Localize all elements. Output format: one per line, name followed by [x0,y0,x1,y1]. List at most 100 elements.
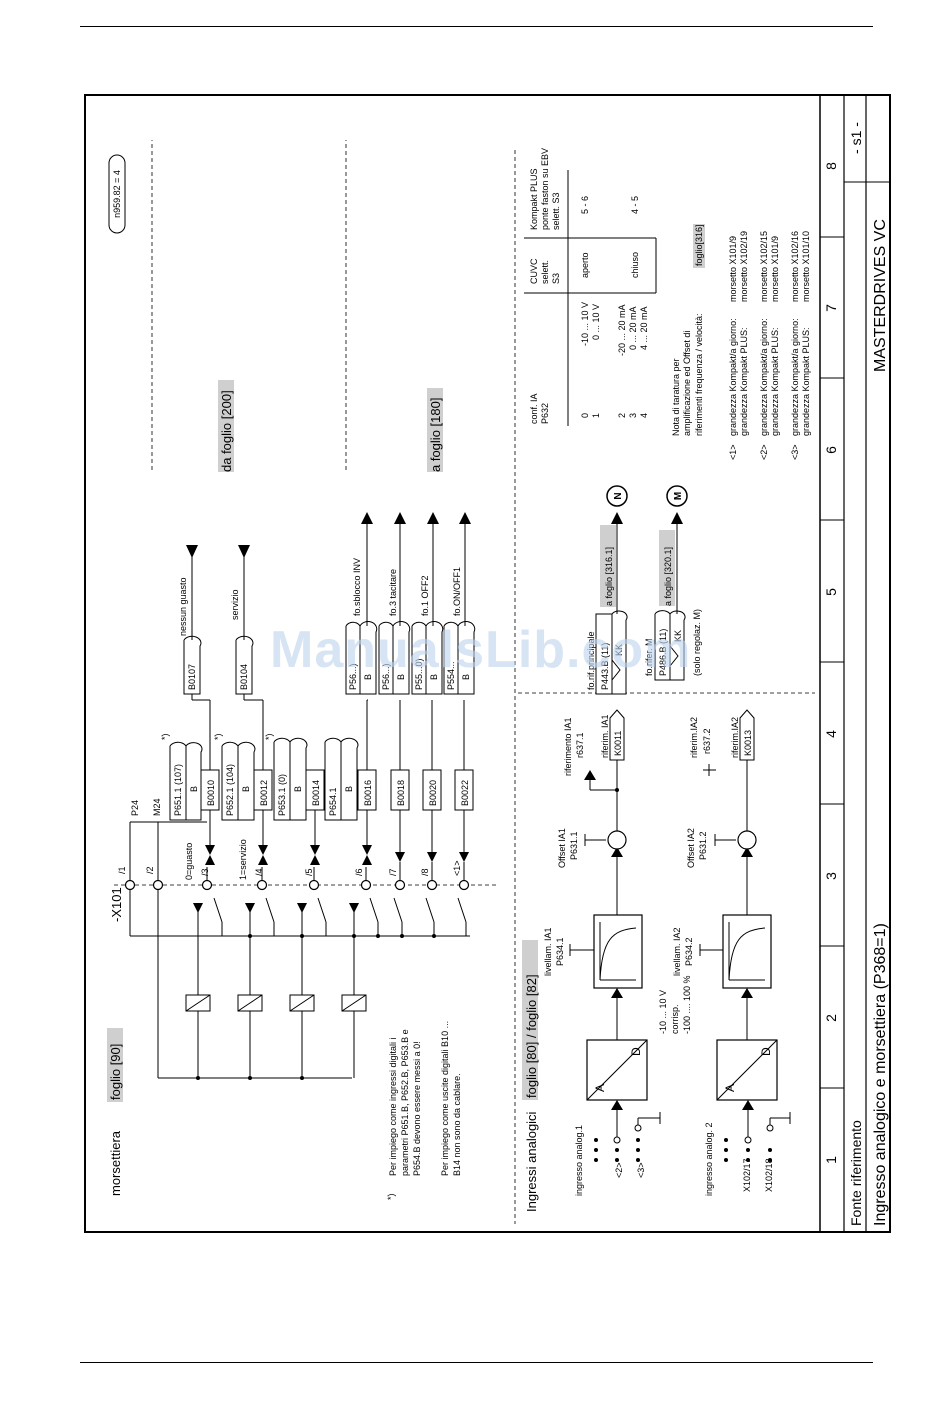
size1-tag: <1> [728,444,738,460]
th-conf-2: P632 [540,403,550,424]
size2-l1: grandezza Kompakt/a giorno: [759,318,769,436]
symbol-m: M [673,492,684,500]
rif1-name: riferimento IA1 [563,717,573,776]
th-cuvc-3: S3 [551,273,561,284]
param-p651-star: *) [160,733,170,740]
size1-l1: grandezza Kompakt/a giorno: [728,318,738,436]
note-tar-ref: foglio[316] [694,224,704,266]
out-nessun-guasto: nessun guasto [178,577,188,636]
ain1-term-2: <2> [614,1162,624,1178]
fo-main-sheet-ref: a foglio [316.1] [604,547,614,606]
tr0-c2: aperto [580,252,590,278]
ain2-label: ingresso analog. 2 [704,1122,714,1196]
pin-6: /6 [354,868,364,876]
lev2-param: P634.2 [684,937,694,966]
fo-m-sheet-ref: a foglio [320.1] [663,547,673,606]
tr2-c3: 4 - 5 [630,196,640,214]
size3-tag: <3> [790,444,800,460]
to-sheet-ref: a foglio [180] [428,398,443,472]
th-conf-1: conf. IA [529,393,539,424]
fo-param-1: P56...) [348,663,358,690]
rif2-name: riferim.IA2 [689,717,699,758]
lev1-param: P634.1 [555,937,565,966]
off2-param: P631.2 [698,831,708,860]
fo-main-param: P443.B (11) [600,643,610,690]
lev1-name: livellam. IA1 [543,927,553,976]
param-p652-star: *) [213,733,223,740]
fo-param-2: P56...) [381,663,391,690]
fo-label-off2: fo.1 OFF2 [420,575,430,616]
col-number-4: 4 [823,730,839,738]
note2-line2: B14 non sono da cablare. [452,1073,462,1176]
adc2-d: D [759,1047,773,1056]
param-p652: P652.1 (104) [225,764,235,816]
size1-m1: morsetto X101/9 [728,236,738,302]
tr1-c0: 1 [591,413,601,418]
size1-m2: morsetto X102/19 [739,231,749,302]
sheet-frame [84,94,891,1233]
tr1-c1: 0 ... 10 V [591,304,601,340]
size2-m1: morsetto X102/15 [759,231,769,302]
bin-b0012: B0012 [259,780,269,806]
tr2-c1: -20 ... 20 mA [617,304,627,356]
range-line2: corrisp. [670,1004,680,1034]
out-b0107: B0107 [187,664,197,690]
note-star: *) [386,1193,396,1200]
note1-line1: Per impiego come ingressi digitali i [388,1037,398,1176]
size2-l2: grandezza Kompakt PLUS: [770,327,780,436]
p24-label: P24 [130,800,140,816]
tr2-c2: chiuso [630,252,640,278]
bin-b0020: B0020 [428,780,438,806]
th-kp-1: Kompakt PLUS [529,168,539,230]
pin-7: /7 [388,868,398,876]
fo-m-kk: KK [673,630,683,642]
note2-line1: Per impiego come uscite digitali B10 ... [440,1021,450,1176]
col-number-3: 3 [823,872,839,880]
note-tar-2: amplificazione ed Offset di [682,331,692,436]
param-p651-b: B [189,786,199,792]
param-p654: P654.1 [328,787,338,816]
fo-m-name: fo.rifer. M [644,638,654,676]
range-line1: -10 ... 10 V [658,990,668,1034]
pin-2: /2 [145,866,155,874]
fo-param-4: P554... [446,661,456,690]
k0011: K0011 [613,731,623,756]
fo-main-name: fo.rif.principale [586,631,596,690]
n959-badge: n959.82 = 4 [112,170,122,218]
tr4-c0: 4 [639,413,649,418]
tr0-c3: 5 - 6 [580,196,590,214]
tr3-c1: 0 ... 20 mA [628,306,638,350]
col-number-1: 1 [823,1156,839,1164]
connector-label: -X101 [109,887,124,922]
ain1-term-3: <3> [636,1162,646,1178]
pin-5: /5 [304,868,314,876]
tr3-c0: 3 [628,413,638,418]
adc2-a: A [723,1084,737,1092]
tr0-c0: 0 [580,413,590,418]
note1-line2: parametri P651.B, P652.B, P653.B e [400,1029,410,1176]
tr0-c1: -10 ... 10 V [580,302,590,346]
param-p654-b: B [344,786,354,792]
size2-m2: morsetto X101/9 [770,236,780,302]
k0013: K0013 [743,730,753,756]
param-p653-b: B [293,786,303,792]
bin-b0016: B0016 [363,780,373,806]
off1-param: P631.1 [569,831,579,860]
sheet-title: Ingresso analogico e morsettiera (P368=1… [872,923,889,1226]
col-number-8: 8 [823,162,839,170]
from-sheet-ref: da foglio [200] [219,390,234,472]
size3-l1: grandezza Kompakt/a giorno: [790,318,800,436]
note1-line3: P654.B devono essere messi a 0! [412,1041,422,1176]
fo-main-kk: KK [614,644,624,656]
pin3-note: 0=guasto [184,843,194,880]
analog-sheet-ref: foglio [80] / foglio [82] [524,974,539,1098]
ain1-label: ingresso analog.1 [574,1125,584,1196]
fo-param-1-b: B [363,674,373,680]
col-number-2: 2 [823,1014,839,1022]
fo-m-param: P486.B (11) [658,629,668,676]
pin-4: /4 [254,868,264,876]
size3-m1: morsetto X102/16 [790,231,800,302]
rif1-param: r637.1 [575,732,585,758]
out-b0104: B0104 [239,664,249,690]
sheet-number: - s1 - [848,122,864,154]
